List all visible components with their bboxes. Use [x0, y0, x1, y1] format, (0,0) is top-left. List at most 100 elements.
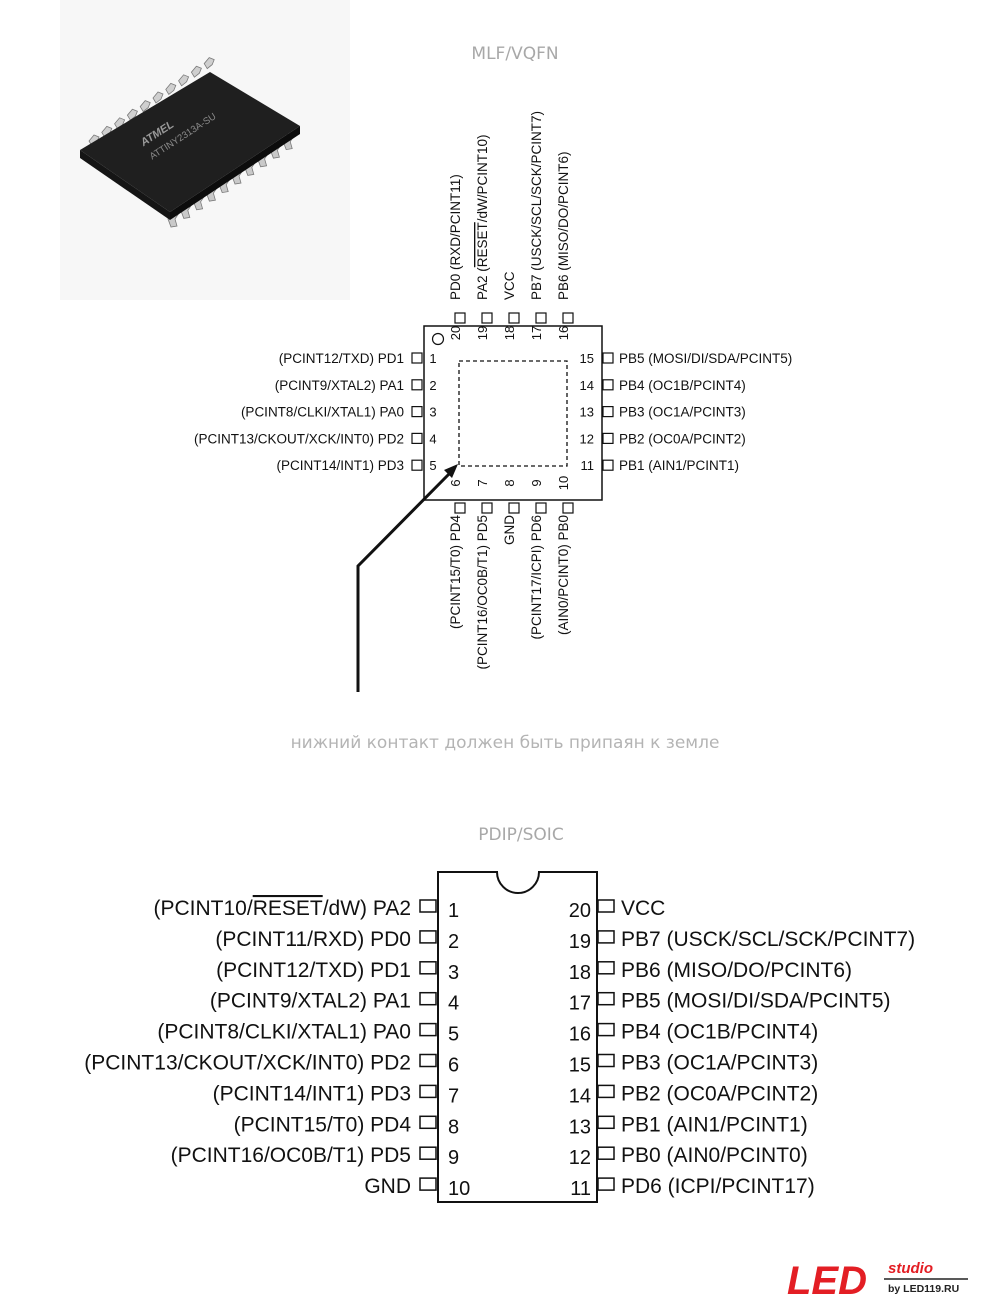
qfn-pin-number: 16 [556, 326, 571, 340]
qfn-pin-label: VCC [502, 271, 517, 300]
dip-pin-label: PB3 (OC1A/PCINT3) [621, 1052, 818, 1075]
dip-pin-label-text: (PCINT15/T0) PD4 [234, 1113, 412, 1136]
qfn-pin-label: PB1 (AIN1/PCINT1) [619, 458, 739, 473]
dip-pin-pad [597, 1177, 615, 1191]
dip-pin-label-post-text: /dW) PA2 [323, 897, 411, 920]
qfn-pin-number: 12 [580, 431, 594, 446]
qfn-pin-number: 7 [475, 479, 490, 486]
qfn-pin-number: 2 [429, 378, 436, 393]
qfn-pin-number: 18 [502, 326, 517, 340]
qfn-pin-pad [411, 352, 423, 364]
dip-pin-number: 14 [569, 1085, 591, 1107]
dip-pin-number: 3 [448, 962, 459, 984]
qfn-pin-pad [602, 352, 614, 364]
dip-pin-number: 9 [448, 1147, 459, 1169]
dip-pin-label: (PCINT9/XTAL2) PA1 [210, 990, 411, 1013]
qfn-pin-number: 5 [429, 458, 436, 473]
dip-pin-number: 7 [448, 1085, 459, 1107]
chip-lead [152, 91, 164, 104]
qfn-pin-number: 6 [448, 479, 463, 486]
dip-pin-pad [419, 991, 437, 1006]
dip-pin-label: PB0 (AIN0/PCINT0) [621, 1144, 808, 1167]
dip-pin-label: PB2 (OC0A/PCINT2) [621, 1082, 818, 1105]
dip-pin-number: 4 [448, 993, 459, 1015]
dip-pin-number: 5 [448, 1024, 459, 1046]
dip-pin-number: 20 [569, 900, 591, 922]
qfn-pin-pad [562, 502, 574, 514]
dip-pin-pad [597, 1022, 615, 1037]
qfn-pin-pad [562, 312, 574, 324]
dip-pin-pad [597, 899, 615, 913]
qfn-pin-number: 11 [581, 458, 595, 473]
dip-pin-label-text: (PCINT8/CLKI/XTAL1) PA0 [157, 1021, 411, 1044]
dip-pin-label: (PCINT12/TXD) PD1 [216, 959, 411, 982]
qfn-pin-pad [508, 312, 520, 324]
dip-pin-label-text: GND [364, 1175, 411, 1198]
chip-lead [190, 65, 202, 78]
dip-pin-label: (PCINT13/CKOUT/XCK/INT0) PD2 [84, 1052, 411, 1075]
chip-lead [139, 100, 151, 113]
dip-pin-pad [597, 991, 615, 1006]
qfn-pin-pad [602, 406, 614, 418]
dip-pin-label: (PCINT10/RESET/dW) PA2 [154, 897, 412, 920]
qfn-pin-label: (PCINT8/CLKI/XTAL1) PA0 [241, 405, 404, 420]
qfn-pin-label: (PCINT17/ICPI) PD6 [529, 515, 544, 640]
dip-section-title: PDIP/SOIC [478, 825, 563, 845]
qfn-pin-label: PB7 (USCK/SCL/SCK/PCINT7) [529, 111, 544, 300]
dip-pin-number: 13 [569, 1116, 591, 1138]
dip-pin-number: 6 [448, 1055, 459, 1077]
qfn-pin-label-text: PA2 ( [475, 267, 490, 300]
qfn-pin-label: PB2 (OC0A/PCINT2) [619, 431, 746, 446]
dip-pin-label-text: (PCINT16/OC0B/T1) PD5 [171, 1144, 411, 1167]
dip-pin-number: 12 [569, 1147, 591, 1169]
dip-pin-number: 17 [569, 993, 591, 1015]
qfn-pin-number: 4 [429, 431, 436, 446]
dip-pin-label: PB4 (OC1B/PCINT4) [621, 1021, 818, 1044]
exposed-pad-pointer-line [356, 471, 452, 692]
qfn-pin-label: (PCINT12/TXD) PD1 [279, 351, 404, 366]
led-studio-logo: LED studio by LED119.RU [787, 1259, 968, 1303]
qfn-pin-label: (PCINT15/T0) PD4 [448, 515, 463, 630]
qfn-pin-label-text: PB7 (USCK/SCL/SCK/PCINT7) [529, 111, 544, 300]
chip-lead [165, 82, 177, 95]
dip-pin-label: VCC [621, 897, 665, 920]
qfn-pin-label: PD0 (RXD/PCINT11) [448, 174, 463, 300]
qfn-pin-pad [602, 379, 614, 391]
dip-pin-pad [419, 1115, 437, 1130]
chip-lead [178, 74, 190, 87]
dip-pin-pad [597, 1053, 615, 1068]
dip-pin-label: (PCINT16/OC0B/T1) PD5 [171, 1144, 411, 1167]
qfn-pin-number: 14 [580, 378, 594, 393]
dip-pin-pad [419, 1053, 437, 1068]
qfn-pin-pad [535, 312, 547, 324]
dip-pin-number: 10 [448, 1178, 470, 1200]
dip-pin-pad [419, 930, 437, 944]
qfn-pin-label: (PCINT13/CKOUT/XCK/INT0) PD2 [194, 431, 404, 446]
dip-pin-pad [419, 1146, 437, 1160]
qfn-pin-pad [454, 502, 466, 514]
dip-pin-label-text: (PCINT10/ [154, 897, 253, 920]
dip-pin-label: PB6 (MISO/DO/PCINT6) [621, 959, 852, 982]
qfn-pin-pad [535, 502, 547, 514]
ground-pad-note: нижний контакт должен быть припаян к зем… [291, 733, 720, 753]
dip-pin-label-text: (PCINT12/TXD) PD1 [216, 959, 411, 982]
chip-photo: ATMEL ATTINY2313A-SU [60, 0, 350, 300]
qfn-pin-label: PA2 (RESET/dW/PCINT10) [475, 134, 490, 300]
dip-pin-pad [597, 961, 615, 975]
qfn-pin-pad [481, 502, 493, 514]
qfn-pin-pad [602, 459, 614, 471]
dip-pin-pad [419, 899, 437, 913]
dip-pin-pad [419, 1022, 437, 1037]
qfn-pin-number: 15 [580, 351, 594, 366]
dip-pin-label-text: (PCINT11/RXD) PD0 [215, 928, 411, 951]
mlf-section-title: MLF/VQFN [471, 44, 558, 64]
dip-pin-label: (PCINT11/RXD) PD0 [215, 928, 411, 951]
pin1-marker [431, 332, 445, 346]
dip-pin-label: PD6 (ICPI/PCINT17) [621, 1175, 815, 1198]
dip-pin-number: 11 [570, 1178, 591, 1200]
dip-pin-number: 8 [448, 1116, 459, 1138]
dip-pin-label: PB5 (MOSI/DI/SDA/PCINT5) [621, 990, 891, 1013]
qfn-pin-pad [411, 432, 423, 444]
qfn-pin-number: 17 [529, 326, 544, 340]
qfn-pin-pad [508, 502, 520, 514]
